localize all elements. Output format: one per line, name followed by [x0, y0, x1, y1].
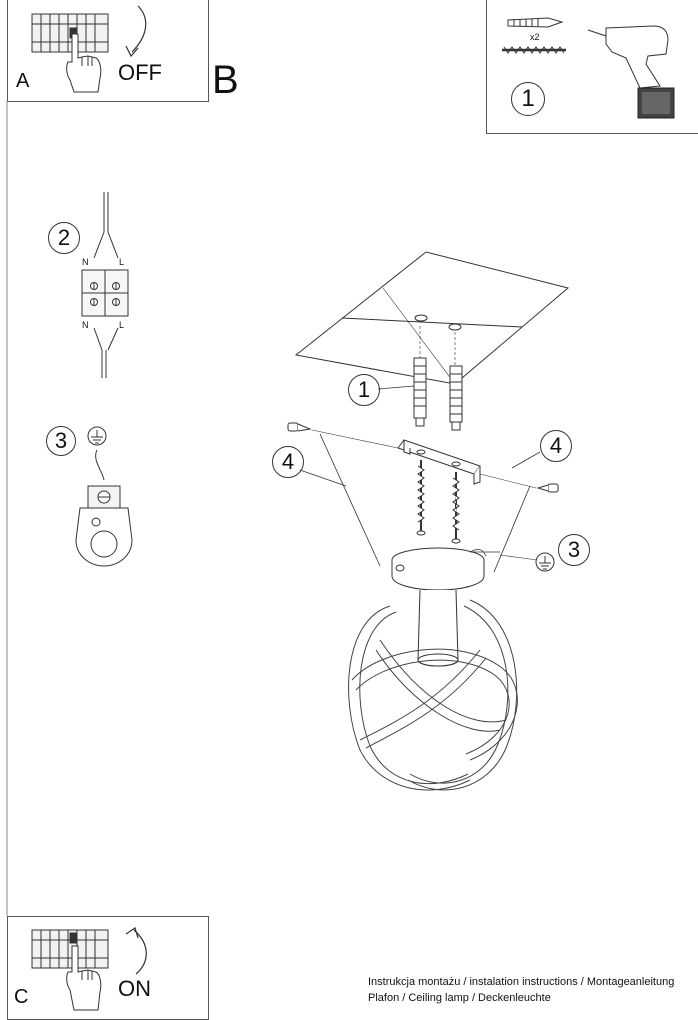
terminal-bottom-neutral: N [82, 320, 89, 330]
hand-icon-c [66, 945, 102, 1011]
ground-callout: 3 [558, 534, 590, 566]
screw-left-callout-number: 4 [281, 449, 295, 474]
ground-terminal-diagram [75, 426, 133, 567]
step-2-wiring-number: 2 [57, 225, 71, 250]
ceiling-surface [294, 251, 570, 385]
ground-wire [469, 548, 500, 557]
fixing-screw-left [416, 460, 426, 536]
breaker-switch-icon-a [31, 13, 109, 53]
panel-c-letter: C [14, 986, 29, 1008]
step-3-ground-number: 3 [54, 428, 68, 453]
anchor-quantity: x2 [530, 32, 540, 42]
ribbon-lamp-shade [348, 599, 518, 791]
wiring-terminal-diagram [81, 192, 129, 378]
footer-instructions-line: Instrukcja montażu / instalation instruc… [368, 976, 675, 988]
step-1-tools-number: 1 [521, 85, 535, 112]
lamp-canopy [391, 547, 485, 591]
anchor-callout-number: 1 [357, 377, 371, 402]
breaker-switch-icon-c [31, 929, 109, 969]
terminal-bottom-live: L [119, 320, 125, 330]
lamp-socket [417, 589, 459, 667]
switch-off-label: OFF [118, 60, 162, 85]
step-1-tools-callout: 1 [511, 82, 545, 116]
anchor-callout: 1 [348, 374, 380, 406]
screw-left-callout: 4 [272, 446, 304, 478]
rotate-down-arrow-icon [125, 5, 147, 58]
screw-right-callout-number: 4 [549, 433, 563, 458]
rotate-up-arrow-icon [125, 927, 147, 975]
panel-a-letter: A [16, 70, 30, 92]
bracket-screw-right [536, 483, 559, 493]
wall-anchor-icon [507, 17, 564, 28]
ceiling-anchor-left [413, 357, 427, 427]
step-2-wiring-callout: 2 [48, 222, 80, 254]
bracket-screw-left [287, 422, 312, 432]
step-3-ground-callout: 3 [46, 426, 76, 456]
terminal-top-live: L [119, 257, 125, 267]
screw-right-callout: 4 [540, 430, 572, 462]
fixing-screw-right [451, 472, 461, 544]
switch-on-label: ON [118, 976, 151, 1001]
footer-product-line: Plafon / Ceiling lamp / Deckenleuchte [368, 992, 551, 1004]
hand-icon-a [66, 33, 102, 93]
terminal-top-neutral: N [82, 257, 89, 267]
mounting-bracket [397, 439, 481, 485]
ceiling-anchor-right [449, 365, 463, 431]
ground-callout-number: 3 [567, 537, 581, 562]
screw-icon [502, 46, 566, 54]
ground-symbol-icon [535, 552, 555, 572]
panel-b-letter: B [212, 58, 239, 102]
drill-icon [587, 25, 675, 119]
